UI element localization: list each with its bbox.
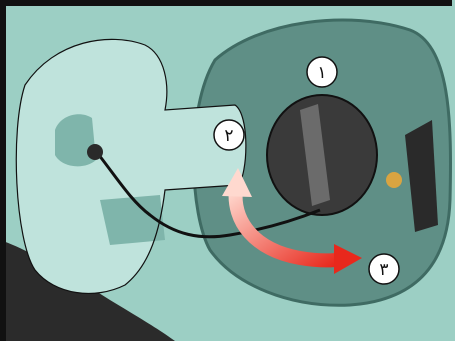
tether-anchor [87,144,103,160]
latch-peg [386,172,402,188]
fuel-flap-rib [55,114,96,166]
callout-3-label: ٣ [379,260,388,280]
callout-1: ١ [307,57,337,87]
callout-3: ٣ [369,254,399,284]
callout-2-label: ٢ [224,126,233,146]
callout-1-label: ١ [317,63,326,83]
callout-2: ٢ [214,120,244,150]
